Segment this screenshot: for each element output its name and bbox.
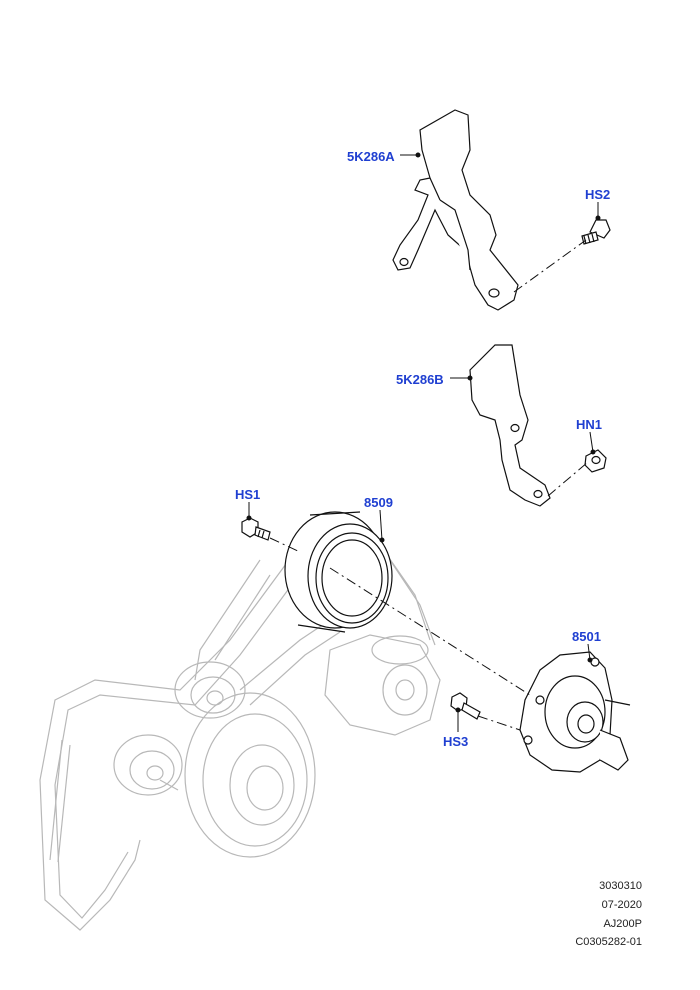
callout-hs1: HS1 — [235, 487, 261, 502]
bolt-hs2-part — [581, 219, 611, 245]
callout-hn1: HN1 — [576, 417, 603, 432]
belt-tensioner — [324, 634, 441, 736]
bracket-5k286b-part — [469, 344, 551, 507]
bolt-hs1-part — [241, 517, 271, 541]
vacuum-pump-8501-part — [519, 651, 631, 773]
callout-8509: 8509 — [364, 495, 393, 510]
crankshaft-pulley — [184, 692, 316, 858]
reference-date: 07-2020 — [601, 899, 642, 911]
nut-hn1-part — [584, 449, 607, 473]
callout-hs3: HS3 — [443, 734, 469, 749]
leader-lines — [246, 152, 601, 732]
engine-background — [39, 519, 441, 931]
idler-pulley-lower — [113, 734, 183, 796]
callout-5k286a: 5K286A — [347, 149, 395, 164]
assembly-lines — [269, 239, 589, 731]
reference-model: AJ200P — [603, 918, 642, 930]
callout-hs2: HS2 — [585, 187, 611, 202]
bolt-hs3-part — [450, 692, 481, 720]
callout-8501: 8501 — [572, 629, 601, 644]
callout-5k286b: 5K286B — [396, 372, 444, 387]
serpentine-belt — [39, 519, 436, 931]
reference-number: 3030310 — [599, 880, 642, 892]
reference-illustration-id: C0305282-01 — [575, 936, 642, 948]
bracket-5k286a-part — [392, 109, 519, 311]
pulley-8509-part — [284, 511, 393, 633]
